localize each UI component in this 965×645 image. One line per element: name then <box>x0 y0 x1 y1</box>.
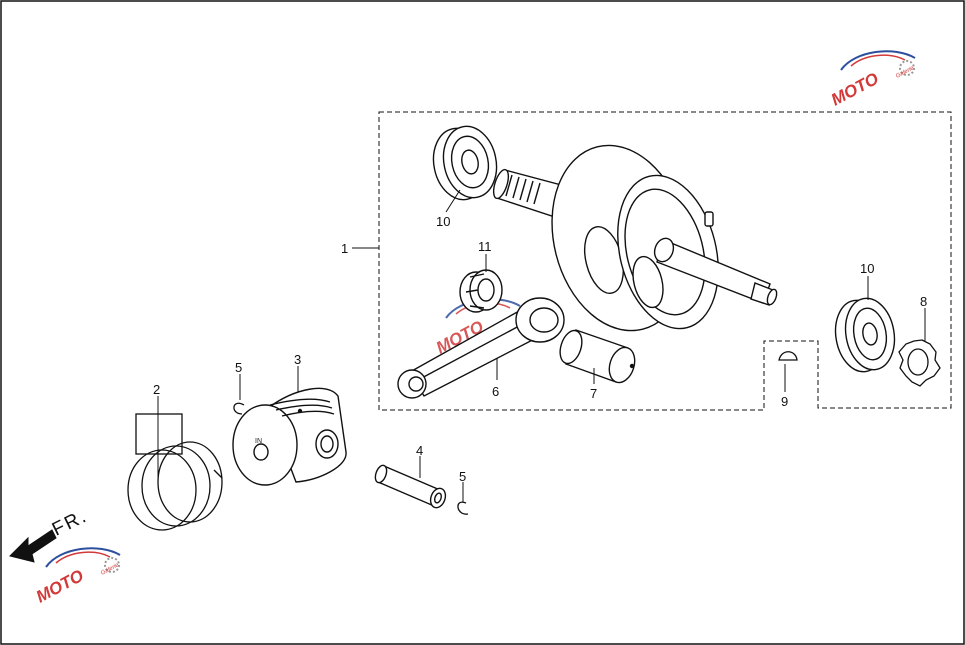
callout-3: 3 <box>294 352 301 367</box>
needle-bearing <box>459 269 503 313</box>
bearing-ball-track <box>852 307 888 361</box>
piston-ring-groove <box>275 404 333 411</box>
woodruff-key <box>778 351 798 361</box>
piston-ring-groove <box>269 398 331 406</box>
callout-5b: 5 <box>459 469 466 484</box>
piston-ring <box>141 445 211 527</box>
logo-text: MOTO <box>33 566 87 607</box>
piston-pin-back-end <box>374 464 388 484</box>
crank-web-front-rim <box>624 188 706 316</box>
crankshaft-right-tip-end <box>766 288 778 306</box>
crankshaft-assembly-boundary <box>378 111 952 411</box>
spline-line <box>505 174 513 197</box>
moto-logo-bottom-left: MOTO Galerie <box>33 547 121 607</box>
needle-line <box>469 273 485 278</box>
crankshaft-left-shaft-end <box>492 168 510 200</box>
callout-6: 6 <box>492 384 499 399</box>
logo-swoosh-icon <box>850 54 906 67</box>
spline-line <box>519 178 527 201</box>
logo-swoosh-icon <box>840 50 916 71</box>
ball-bearing-left <box>432 125 498 201</box>
crankpin-hole <box>632 255 664 309</box>
spline-line <box>526 180 534 203</box>
piston-mark: IN <box>255 438 262 445</box>
front-direction-indicator: FR. <box>9 506 91 563</box>
piston-ring-set <box>127 413 223 531</box>
sprocket-bore <box>907 348 929 376</box>
callout-10a: 10 <box>436 214 450 229</box>
piston-pin-clip-upper <box>233 402 245 415</box>
callout-5a: 5 <box>235 360 242 375</box>
callout-7: 7 <box>590 386 597 401</box>
front-arrow-icon <box>9 529 57 563</box>
front-direction-label: FR. <box>49 506 91 541</box>
needle-bearing-bore <box>477 278 495 302</box>
logo-swoosh-icon <box>55 551 111 564</box>
logo-gear-icon <box>104 557 120 573</box>
piston-ring-groove <box>281 410 335 417</box>
crank-pin-dot <box>629 363 635 369</box>
ring-gap <box>213 469 223 479</box>
callout-2: 2 <box>153 382 160 397</box>
piston: IN <box>232 387 347 486</box>
crank-web-key <box>704 211 714 227</box>
moto-logo-top-right: MOTO Galerie <box>828 50 916 110</box>
callout-1: 1 <box>341 241 348 256</box>
crankshaft-right-collar <box>653 237 675 263</box>
logo-swoosh-icon <box>45 547 121 568</box>
conrod-rib <box>417 317 535 381</box>
piston-pin-clip-lower <box>457 501 469 515</box>
crank-pin <box>559 329 636 384</box>
conrod-small-end-bore <box>408 376 424 392</box>
piston-pin-bore <box>434 492 442 504</box>
ring-label-card <box>135 413 183 455</box>
logo-gear-icon <box>899 60 915 76</box>
callout-11: 11 <box>478 239 492 254</box>
callout-4: 4 <box>416 443 423 458</box>
bearing-inner-race <box>461 149 479 175</box>
piston-pin <box>374 464 447 509</box>
needle-line <box>469 305 485 309</box>
bearing-ball-track <box>450 135 490 189</box>
piston-pin-bore <box>320 435 334 453</box>
leader-line-10a <box>445 189 461 213</box>
crank-pin-back-end <box>559 329 583 365</box>
piston-dot <box>297 408 303 414</box>
spline-line <box>512 176 520 199</box>
piston-valve-relief <box>253 443 269 461</box>
logo-text: MOTO <box>828 69 882 110</box>
spline-line <box>533 182 541 205</box>
crankshaft <box>492 144 778 332</box>
leader-lines <box>157 189 926 502</box>
crank-pin-end <box>608 346 636 384</box>
conrod-big-end-bore <box>529 307 559 333</box>
callout-8: 8 <box>920 294 927 309</box>
piston-ring <box>157 441 223 523</box>
callout-9: 9 <box>781 394 788 409</box>
needle-line <box>465 289 479 293</box>
bearing-inner-race <box>862 322 878 346</box>
ball-bearing-right <box>834 297 896 373</box>
callout-10b: 10 <box>860 261 874 276</box>
timing-sprocket <box>898 339 941 387</box>
connecting-rod <box>397 297 565 399</box>
